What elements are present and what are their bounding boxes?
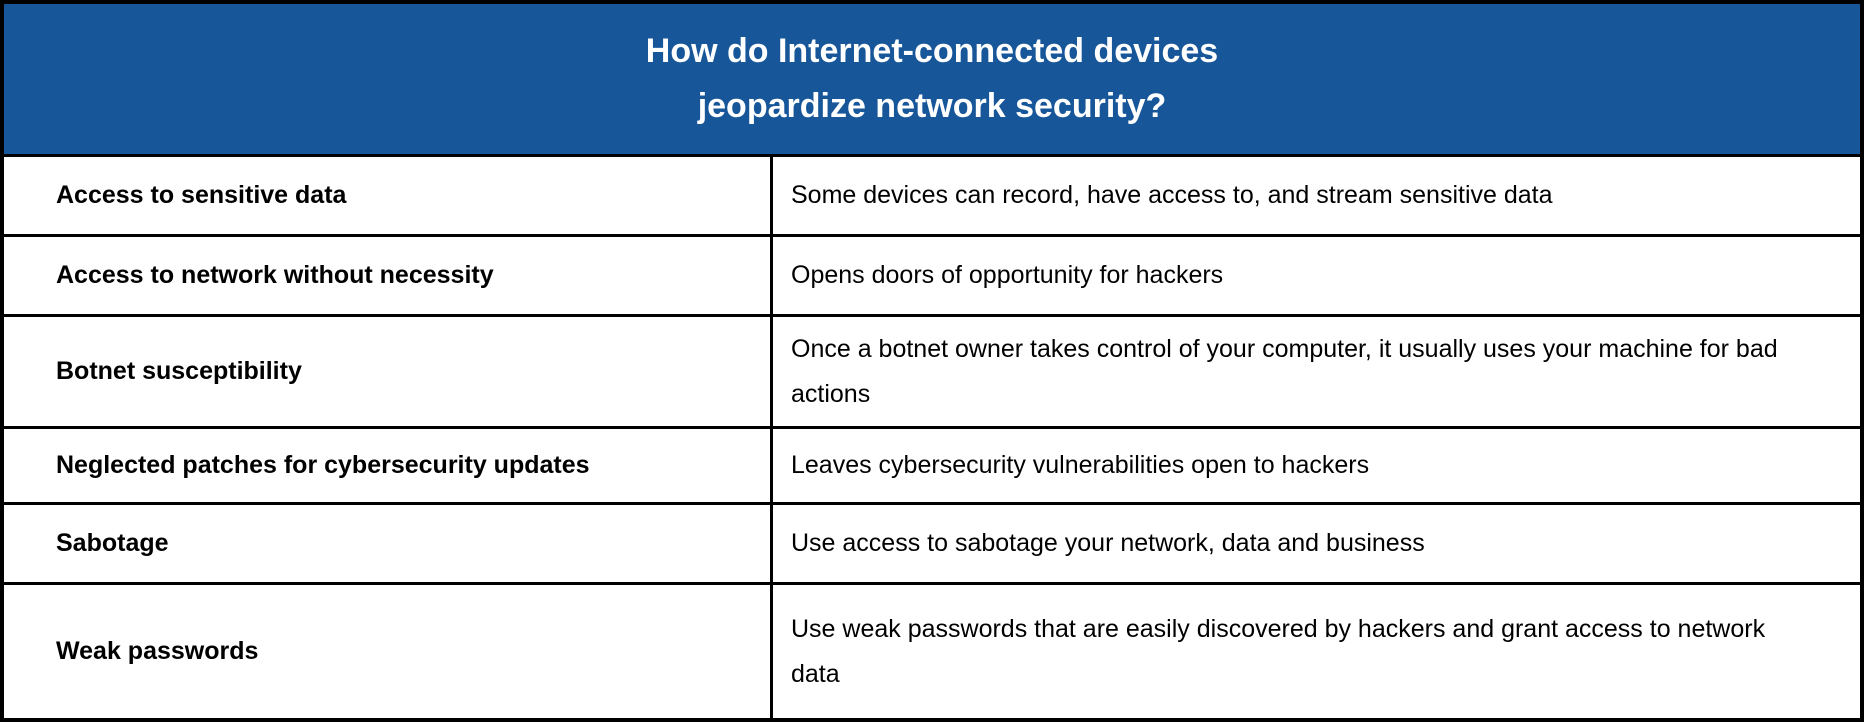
term-text: Neglected patches for cybersecurity upda… <box>56 451 590 479</box>
description-cell: Some devices can record, have access to,… <box>770 157 1860 234</box>
description-cell: Leaves cybersecurity vulnerabilities ope… <box>770 429 1860 502</box>
description-cell: Opens doors of opportunity for hackers <box>770 237 1860 314</box>
term-text: Sabotage <box>56 529 169 557</box>
description-cell: Once a botnet owner takes control of you… <box>770 317 1860 426</box>
description-text: Some devices can record, have access to,… <box>791 181 1553 209</box>
term-text: Access to network without necessity <box>56 261 494 289</box>
term-text: Weak passwords <box>56 637 259 665</box>
description-text: Leaves cybersecurity vulnerabilities ope… <box>791 451 1370 479</box>
term-cell: Access to network without necessity <box>4 237 770 314</box>
term-text: Access to sensitive data <box>56 181 347 209</box>
term-cell: Sabotage <box>4 505 770 582</box>
description-text: Use weak passwords that are easily disco… <box>791 614 1766 688</box>
description-text: Use access to sabotage your network, dat… <box>791 529 1425 557</box>
description-cell: Use access to sabotage your network, dat… <box>770 505 1860 582</box>
term-cell: Access to sensitive data <box>4 157 770 234</box>
table-row: Access to sensitive data Some devices ca… <box>4 154 1860 234</box>
term-cell: Botnet susceptibility <box>4 317 770 426</box>
table-row: Neglected patches for cybersecurity upda… <box>4 426 1860 502</box>
table-row: Botnet susceptibility Once a botnet owne… <box>4 314 1860 426</box>
description-text: Opens doors of opportunity for hackers <box>791 261 1224 289</box>
term-text: Botnet susceptibility <box>56 357 302 385</box>
table-row: Sabotage Use access to sabotage your net… <box>4 502 1860 582</box>
table-title-line-1: How do Internet-connected devices <box>645 31 1219 70</box>
table-row: Weak passwords Use weak passwords that a… <box>4 582 1860 718</box>
table-row: Access to network without necessity Open… <box>4 234 1860 314</box>
table-title: How do Internet-connected devices jeopar… <box>4 4 1860 154</box>
table-title-line-2: jeopardize network security? <box>697 87 1167 125</box>
term-cell: Neglected patches for cybersecurity upda… <box>4 429 770 502</box>
description-text: Once a botnet owner takes control of you… <box>791 334 1778 408</box>
description-cell: Use weak passwords that are easily disco… <box>770 585 1860 718</box>
term-cell: Weak passwords <box>4 585 770 718</box>
